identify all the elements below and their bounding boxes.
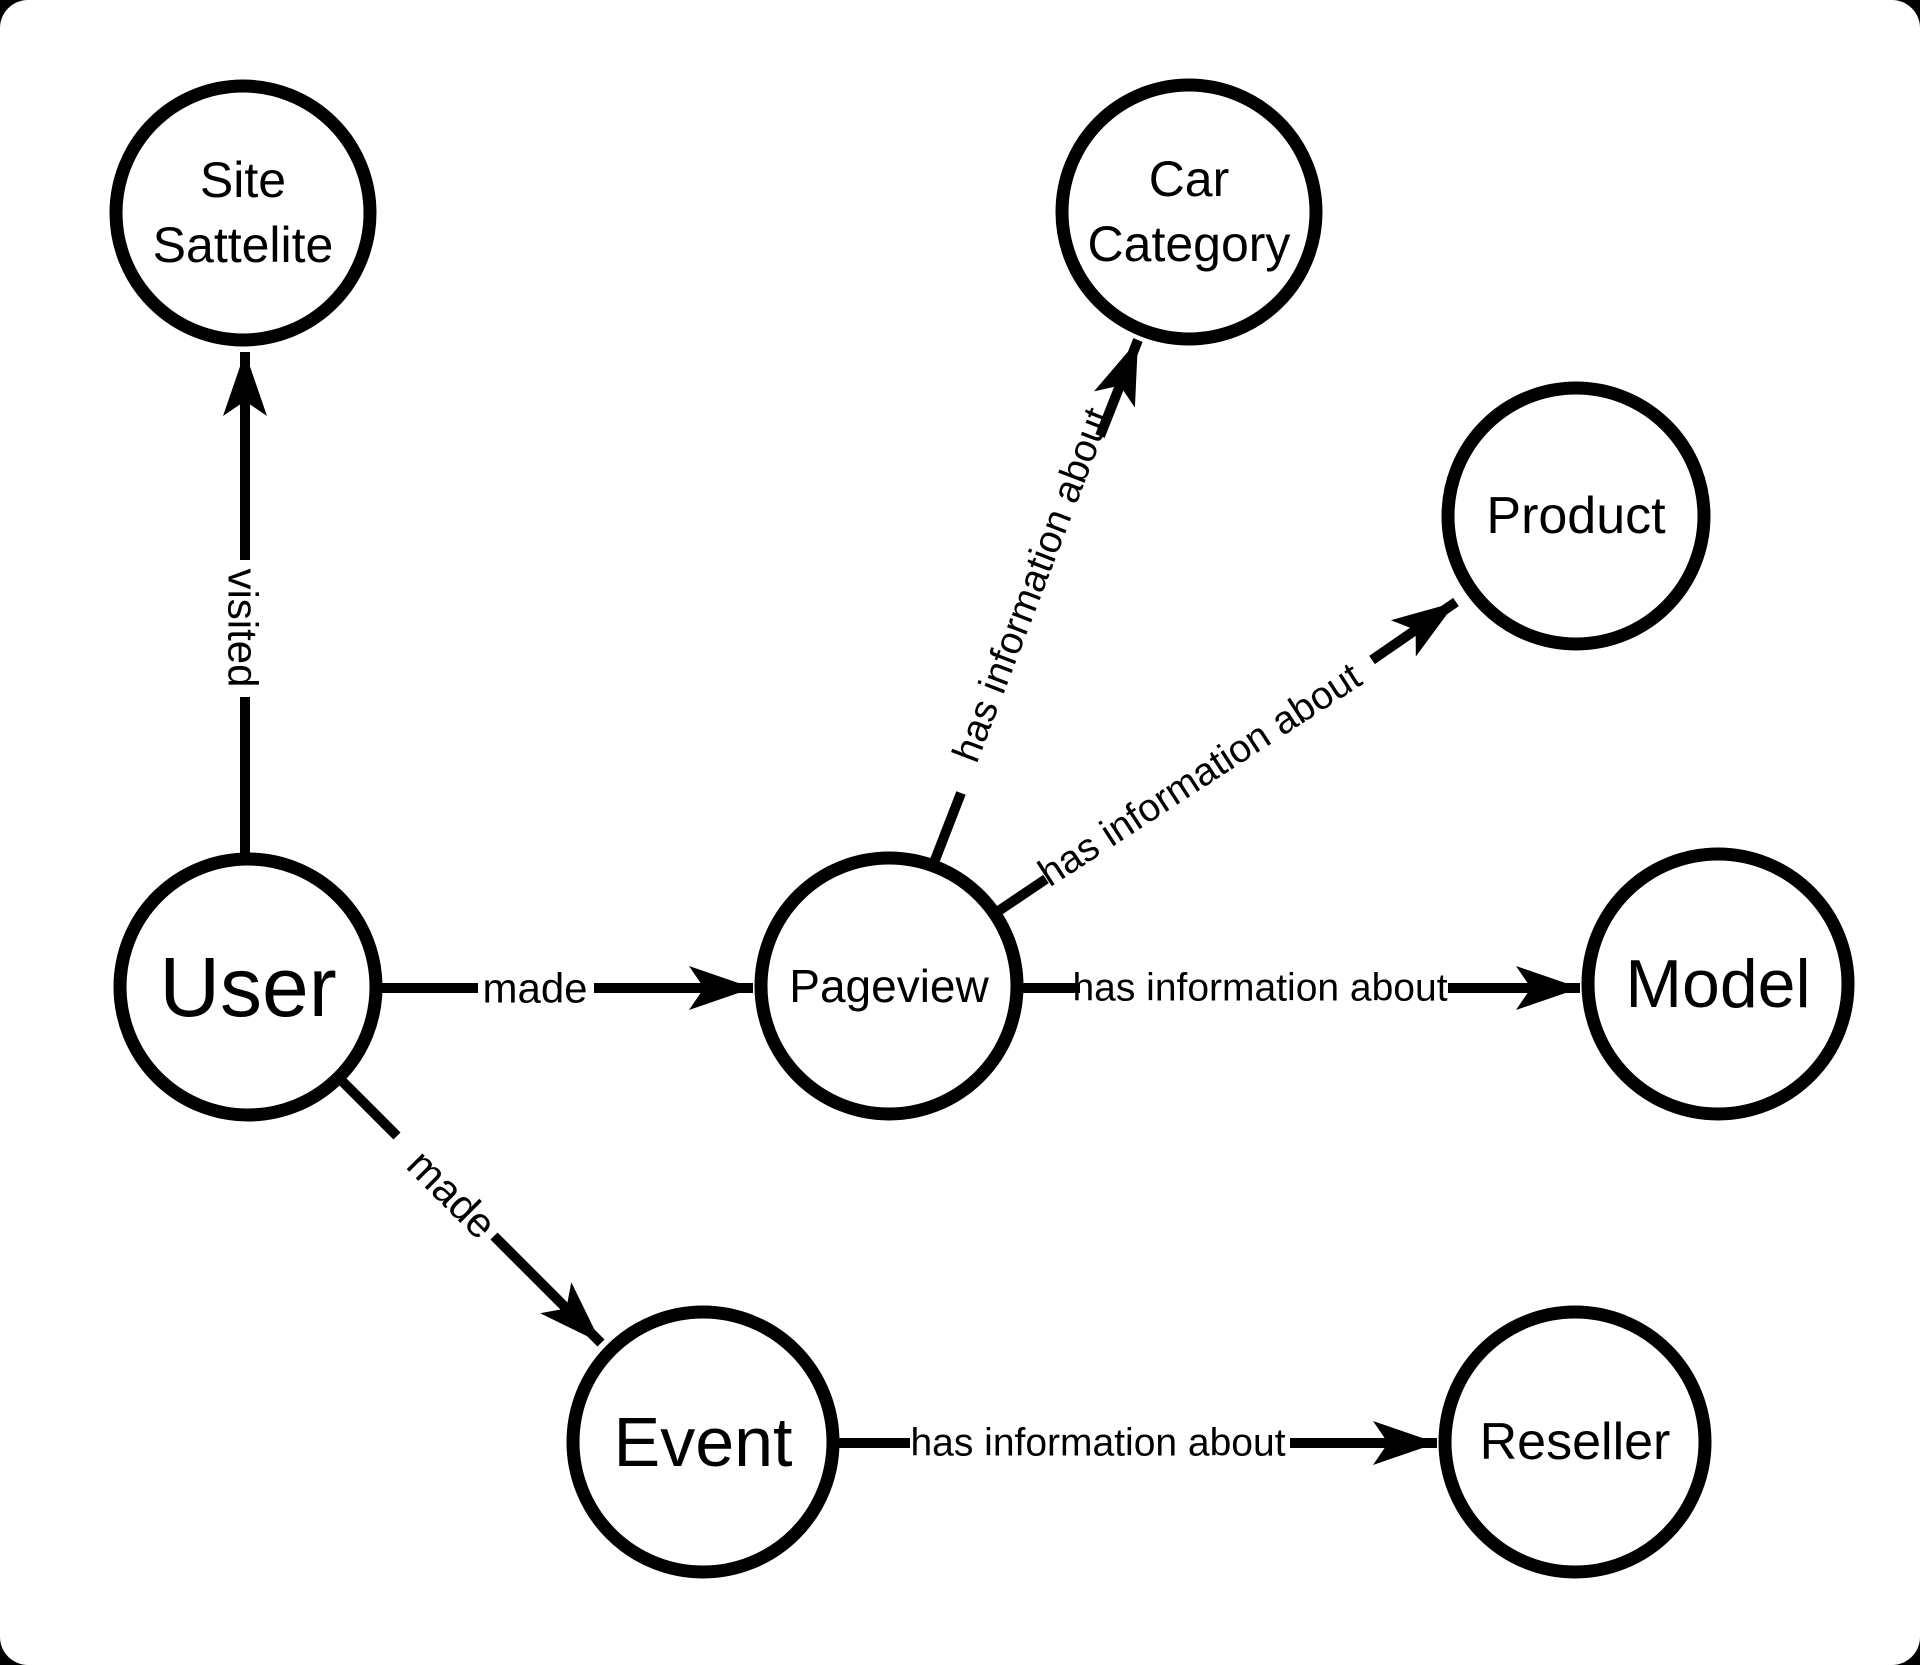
edge-label-visited: visited	[220, 568, 267, 687]
node-site-sattelite-label-line1: Site	[200, 152, 286, 208]
edge-line-arrow-segment	[1369, 597, 1459, 665]
node-reseller: Reseller	[1438, 1305, 1712, 1579]
node-product-label: Product	[1486, 487, 1666, 545]
edge-pageview-has-information-about-product: has information about	[994, 597, 1459, 917]
edge-line-segment	[930, 791, 966, 862]
node-car-category: Car Category	[1055, 78, 1323, 346]
edge-label-has-information-about: has information about	[910, 1422, 1285, 1465]
node-user-circle	[113, 852, 383, 1122]
edge-user-made-event: made	[338, 1077, 605, 1347]
node-product: Product	[1441, 381, 1711, 651]
edge-line-arrow-segment	[490, 1232, 605, 1347]
node-user: User	[113, 852, 383, 1122]
node-event: Event	[566, 1305, 840, 1579]
node-pageview: Pageview	[754, 851, 1024, 1121]
edge-label-has-information-about: has information about	[1031, 655, 1369, 895]
node-pageview-label: Pageview	[789, 960, 989, 1012]
edge-label-made: made	[482, 965, 587, 1012]
node-model-label: Model	[1625, 946, 1810, 1022]
edge-pageview-has-information-about-model: has information about	[1023, 966, 1580, 1010]
node-car-category-label-line2: Category	[1088, 216, 1291, 272]
node-user-label: User	[159, 940, 336, 1034]
node-model: Model	[1581, 847, 1855, 1121]
node-reseller-label: Reseller	[1480, 1413, 1671, 1471]
node-car-category-circle	[1055, 78, 1323, 346]
edge-line-arrow-segment	[1093, 338, 1143, 438]
node-model-circle	[1581, 847, 1855, 1121]
edge-label-has-information-about: has information about	[945, 402, 1120, 768]
edge-line-segment	[994, 874, 1049, 917]
edge-label-has-information-about: has information about	[1072, 967, 1447, 1010]
node-pageview-circle	[754, 851, 1024, 1121]
node-site-sattelite: Site Sattelite	[109, 79, 377, 347]
edge-event-has-information-about-reseller: has information about	[839, 1421, 1437, 1465]
node-product-circle	[1441, 381, 1711, 651]
edge-user-visited-site-sattelite: visited	[220, 352, 267, 858]
node-event-label: Event	[614, 1403, 793, 1481]
edge-pageview-has-information-about-car-category: has information about	[930, 338, 1143, 862]
node-event-circle	[566, 1305, 840, 1579]
node-site-sattelite-circle	[109, 79, 377, 347]
node-reseller-circle	[1438, 1305, 1712, 1579]
node-site-sattelite-label-line2: Sattelite	[153, 217, 334, 273]
edge-user-made-pageview: made	[382, 965, 753, 1012]
node-car-category-label-line1: Car	[1149, 151, 1230, 207]
edge-line-segment	[338, 1077, 401, 1140]
edge-label-made: made	[398, 1140, 506, 1248]
